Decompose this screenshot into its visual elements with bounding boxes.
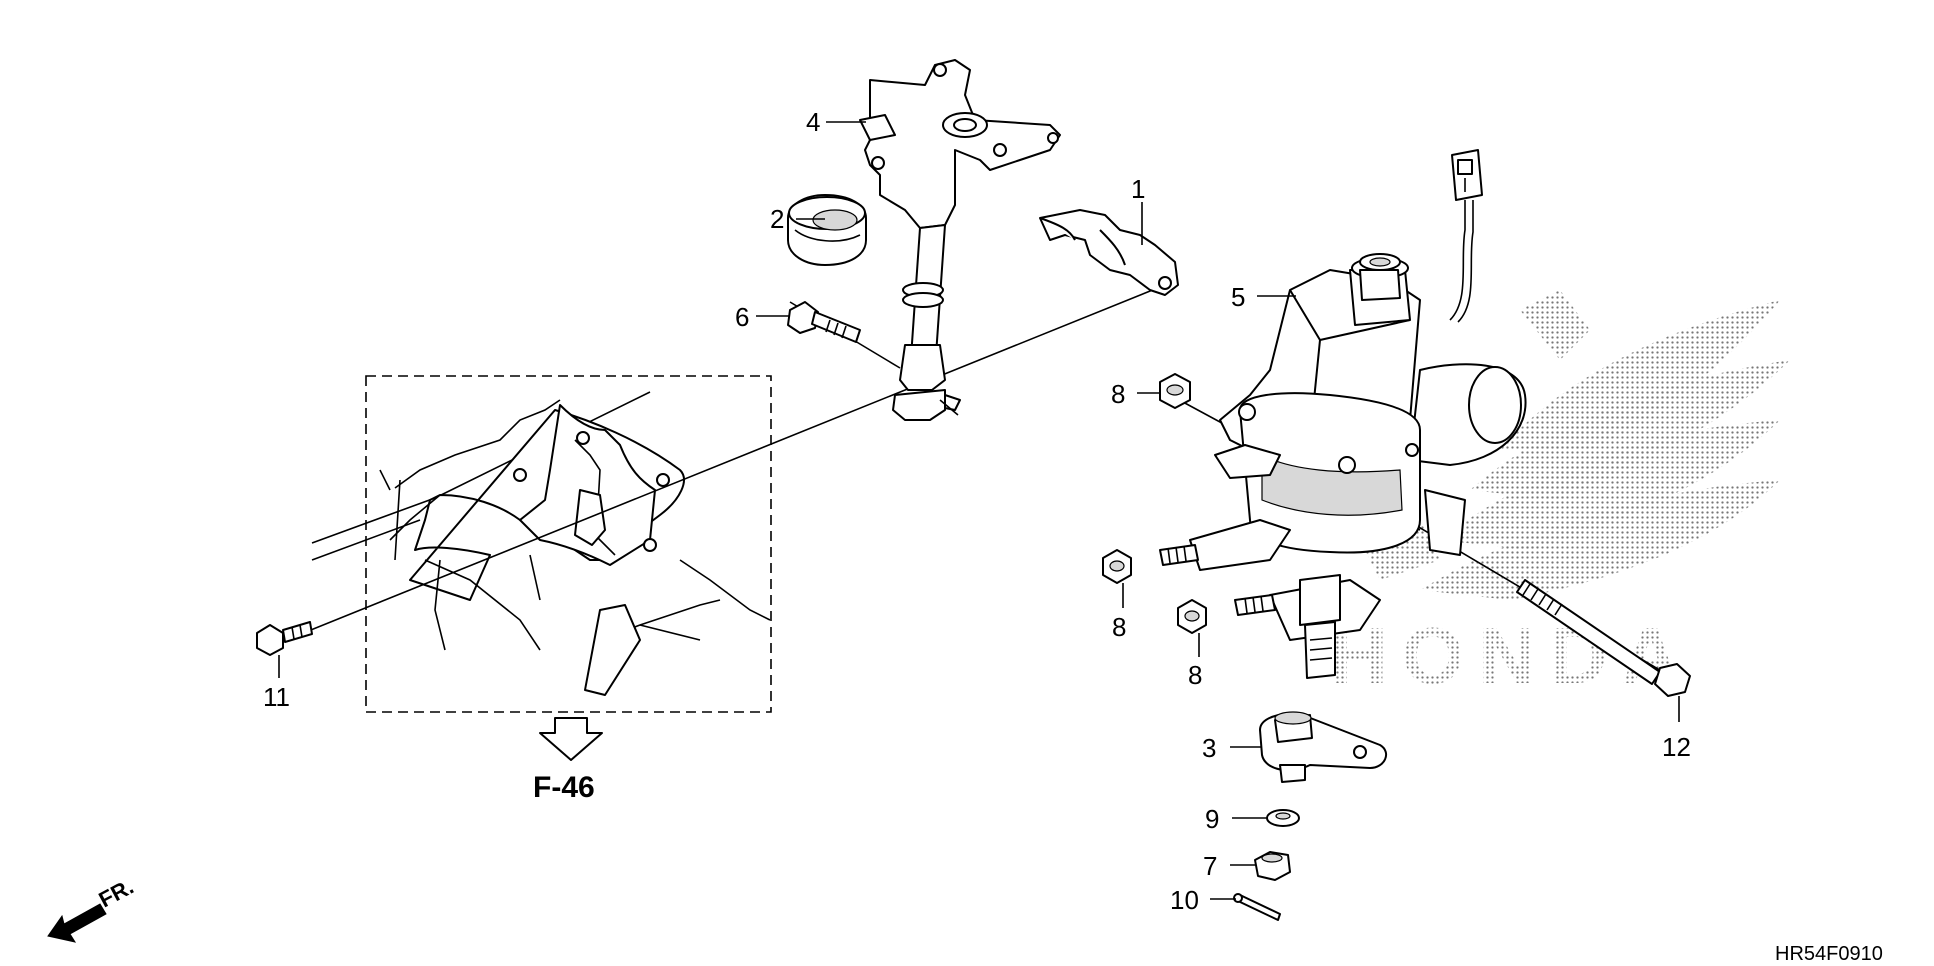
callout-1: 1 — [1131, 174, 1145, 204]
callout-3: 3 — [1202, 733, 1216, 763]
callout-11: 11 — [263, 682, 290, 712]
section-reference[interactable]: F-46 — [533, 717, 603, 804]
callout-10: 10 — [1170, 885, 1199, 915]
callout-12: 12 — [1662, 732, 1691, 762]
chassis-frame-detail — [311, 375, 772, 713]
callout-6: 6 — [735, 302, 749, 332]
pitman-arm-part — [1259, 711, 1388, 783]
arrow-front-left-icon — [47, 903, 107, 943]
callout-9: 9 — [1205, 804, 1219, 834]
steering-column-bracket-part — [859, 59, 1061, 421]
callout-8a: 8 — [1111, 379, 1125, 409]
callout-2: 2 — [770, 204, 784, 234]
grommet-part — [787, 194, 867, 266]
clamp-part — [1039, 209, 1179, 296]
callout-8b: 8 — [1112, 612, 1126, 642]
nut-8b-part — [1102, 549, 1132, 584]
power-steering-unit-part — [1159, 149, 1527, 679]
castle-nut-part — [1254, 851, 1291, 881]
front-indicator: FR. — [47, 874, 138, 943]
callout-5: 5 — [1231, 282, 1245, 312]
long-bolt-part — [1516, 579, 1691, 697]
diagram-code: HR54F0910 — [1775, 943, 1883, 965]
outline-down-arrow-icon — [539, 717, 603, 761]
bolt-6-part — [787, 301, 861, 343]
bolt-11-part — [256, 621, 313, 656]
section-reference-label[interactable]: F-46 — [533, 771, 595, 804]
callout-4: 4 — [806, 107, 820, 137]
honda-watermark-text: HONDA — [1330, 611, 1693, 700]
callout-8c: 8 — [1188, 660, 1202, 690]
nut-8a-part — [1159, 373, 1191, 409]
washer-part — [1266, 809, 1300, 827]
cotter-pin-part — [1233, 893, 1281, 921]
honda-wing-logo-icon — [1360, 290, 1790, 600]
callout-7: 7 — [1203, 851, 1217, 881]
nut-8c-part — [1177, 599, 1207, 634]
callouts: 1 2 3 4 5 6 7 8 8 8 9 10 11 12 — [263, 107, 1691, 915]
